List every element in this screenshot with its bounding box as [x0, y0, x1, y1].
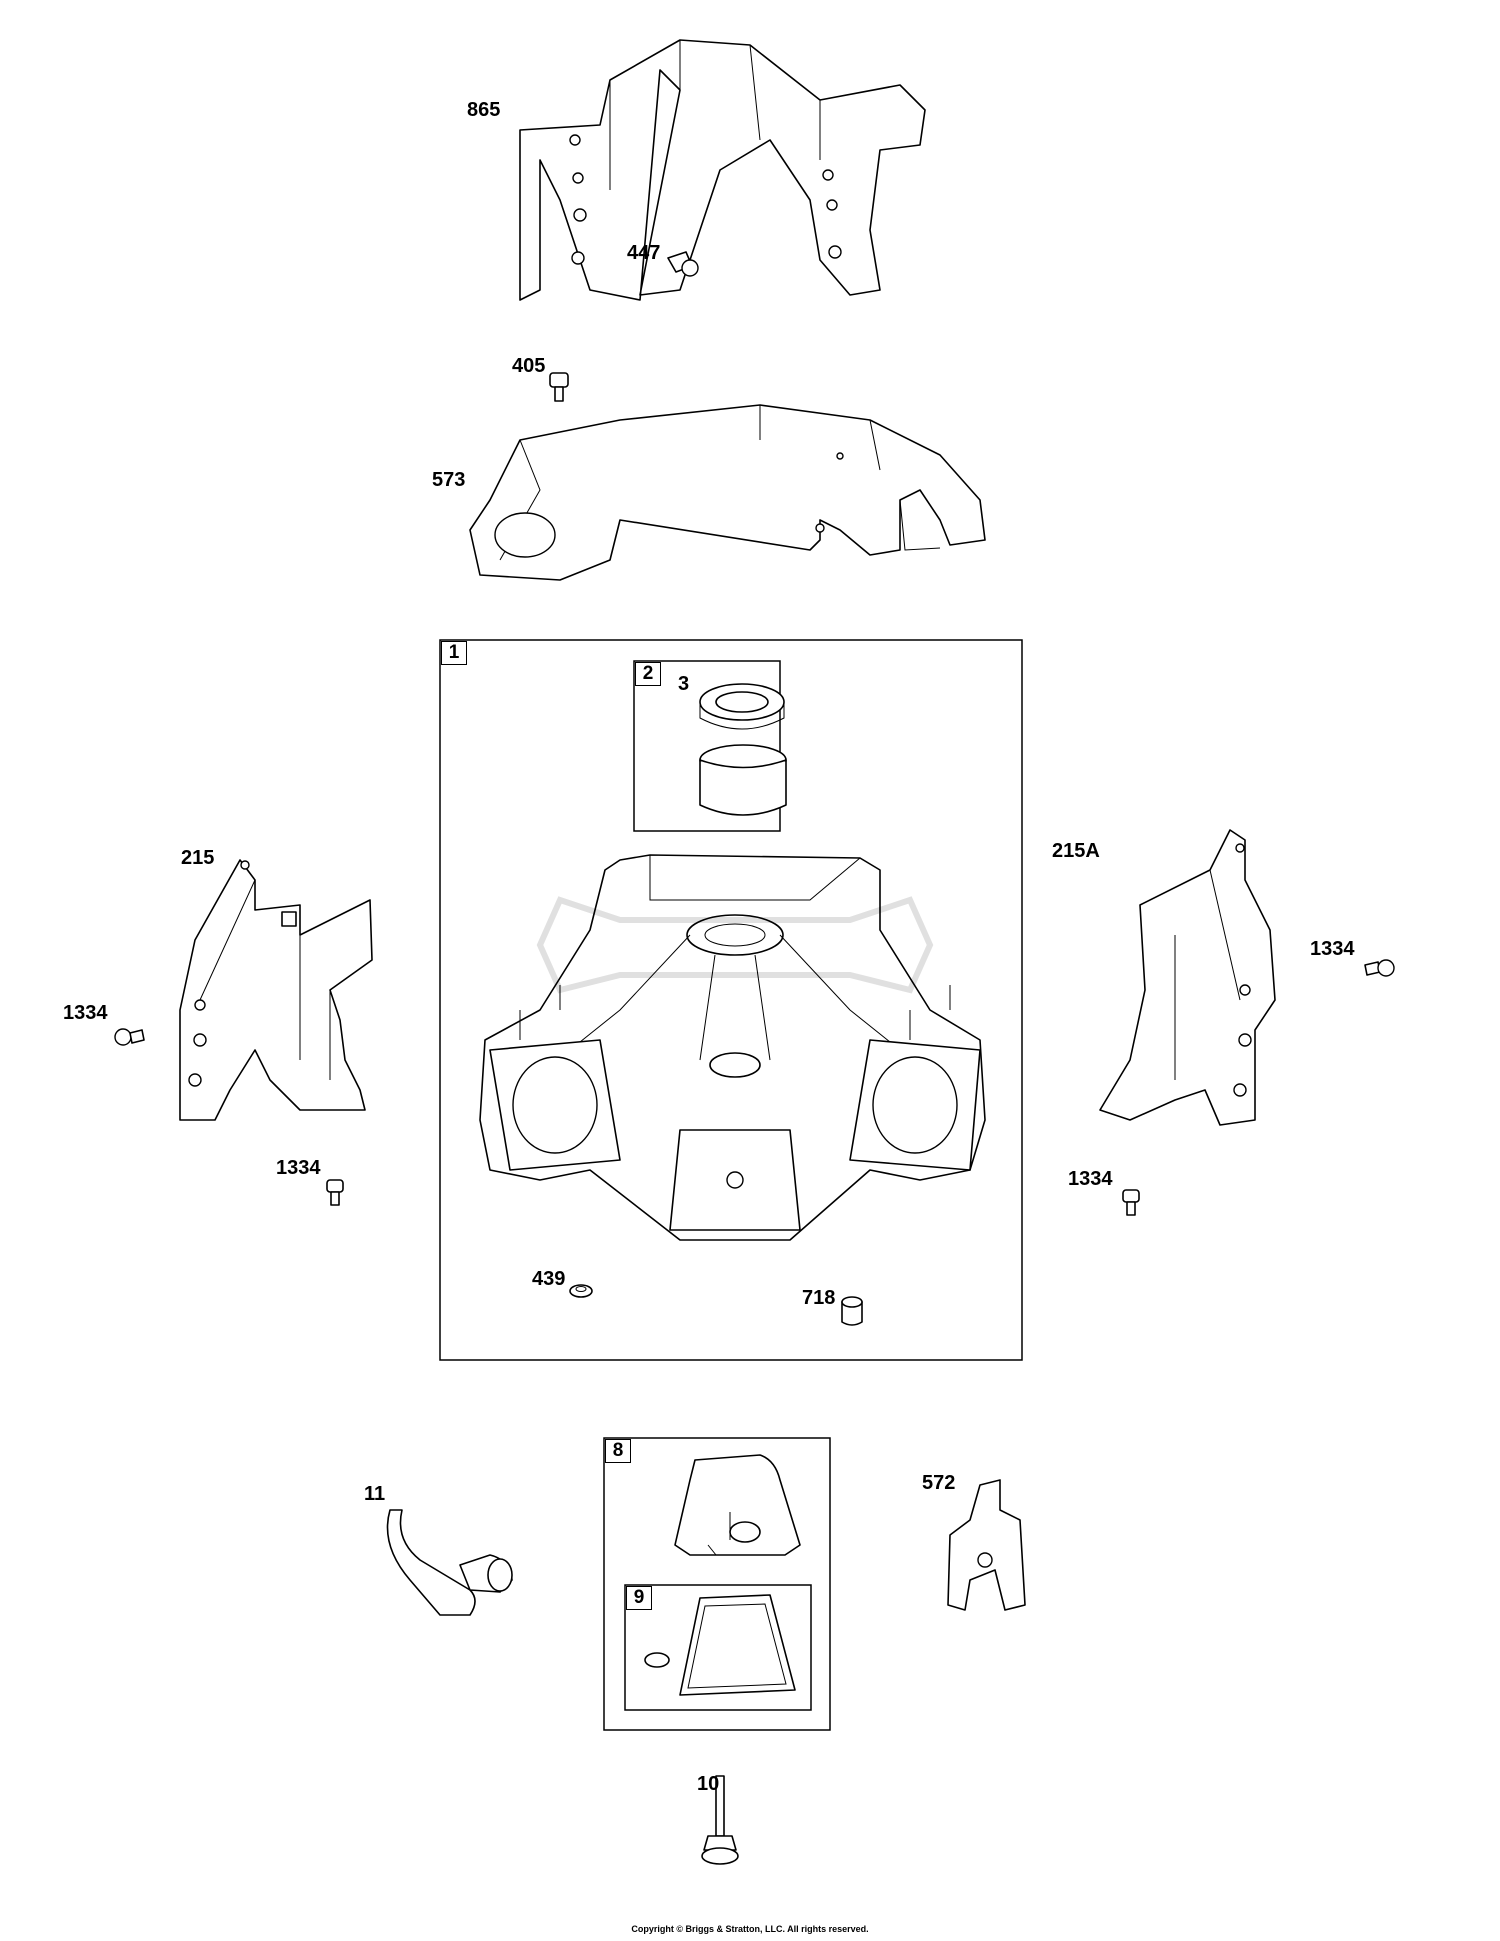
box-2-number: 2 [635, 662, 661, 686]
label-1334-right: 1334 [1310, 938, 1355, 960]
label-3: 3 [678, 673, 690, 695]
part-10-flange-bolt [701, 1775, 739, 1865]
part-3-seal [699, 683, 785, 730]
label-215: 215 [181, 847, 215, 869]
label-1334-left-bottom: 1334 [276, 1157, 321, 1179]
box-8-frame [603, 1437, 831, 1731]
part-215A-right-shroud [1099, 829, 1276, 1126]
label-572: 572 [922, 1472, 956, 1494]
part-11-breather-tube [386, 1509, 513, 1616]
box-2-frame [633, 660, 781, 832]
engine-block [479, 854, 986, 1241]
part-405-bolt [549, 372, 569, 402]
part-215-left-shroud [179, 859, 373, 1121]
part-1334-bolt-right [1364, 959, 1395, 977]
part-2-bearing [699, 744, 787, 816]
brand-watermark [536, 896, 934, 994]
label-865: 865 [467, 99, 501, 121]
label-573: 573 [432, 469, 466, 491]
part-718-dowel [841, 1296, 863, 1326]
label-405: 405 [512, 355, 546, 377]
box-1-frame [439, 639, 1023, 1361]
part-439-washer [569, 1284, 593, 1298]
part-865-air-guide [519, 39, 926, 301]
label-1334-right-bottom: 1334 [1068, 1168, 1113, 1190]
label-215A: 215A [1052, 840, 1100, 862]
part-8-cover [674, 1454, 801, 1556]
part-9-gasket [644, 1594, 796, 1696]
label-439: 439 [532, 1268, 566, 1290]
part-573-baffle [469, 404, 986, 581]
part-447-bolt [667, 251, 699, 277]
box-8-number: 8 [605, 1439, 631, 1463]
label-10: 10 [697, 1773, 720, 1795]
label-447: 447 [627, 242, 661, 264]
label-11: 11 [364, 1483, 386, 1505]
box-9-number: 9 [626, 1586, 652, 1610]
part-572-bracket [947, 1479, 1026, 1611]
label-718: 718 [802, 1287, 836, 1309]
part-1334-bolt-right-bottom [1122, 1189, 1140, 1216]
label-1334-left: 1334 [63, 1002, 108, 1024]
part-1334-bolt-left-bottom [326, 1179, 344, 1206]
box-9-frame [624, 1584, 812, 1711]
part-1334-bolt-left [114, 1028, 145, 1046]
copyright-footer: Copyright © Briggs & Stratton, LLC. All … [631, 1924, 869, 1934]
box-1-number: 1 [441, 641, 467, 665]
